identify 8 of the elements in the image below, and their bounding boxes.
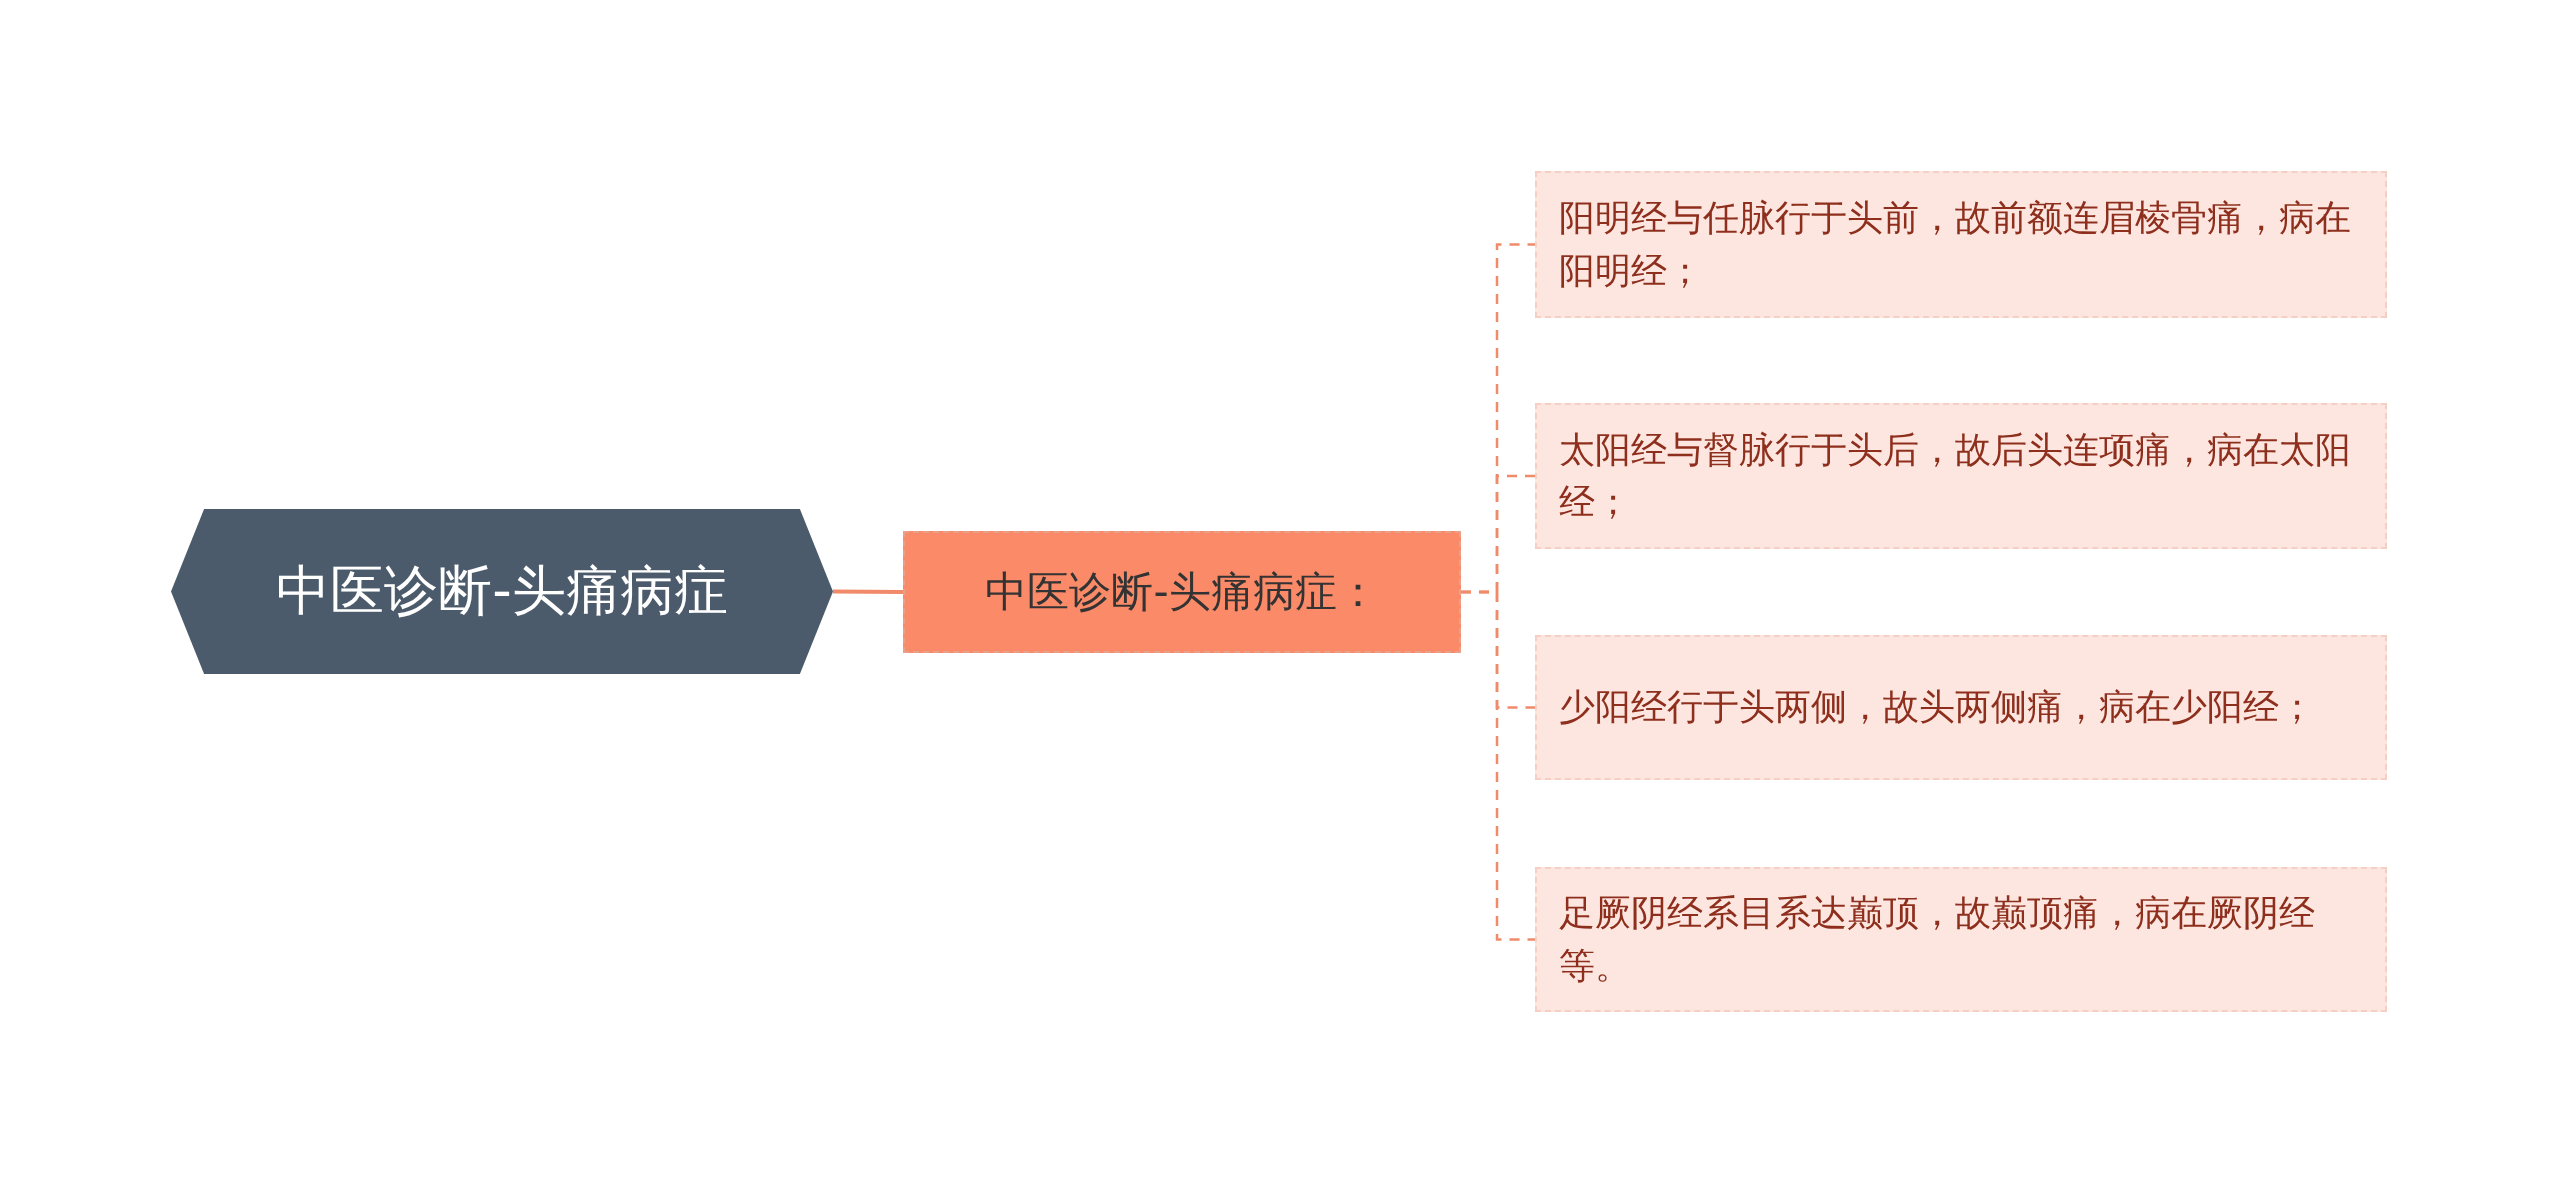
subtopic-box: 中医诊断-头痛病症： <box>903 531 1461 653</box>
connector-line <box>833 589 903 594</box>
leaf-topic-box: 少阳经行于头两侧，故头两侧痛，病在少阳经； <box>1535 635 2387 780</box>
connector-line <box>1461 590 1535 941</box>
leaf-topic-box: 阳明经与任脉行于头前，故前额连眉棱骨痛，病在阳明经； <box>1535 171 2387 318</box>
root-topic: 中医诊断-头痛病症 <box>171 509 833 674</box>
leaf-topic-box: 太阳经与督脉行于头后，故后头连项痛，病在太阳经； <box>1535 403 2387 549</box>
leaf-topic-box: 足厥阴经系目系达巅顶，故巅顶痛，病在厥阴经等。 <box>1535 867 2387 1012</box>
